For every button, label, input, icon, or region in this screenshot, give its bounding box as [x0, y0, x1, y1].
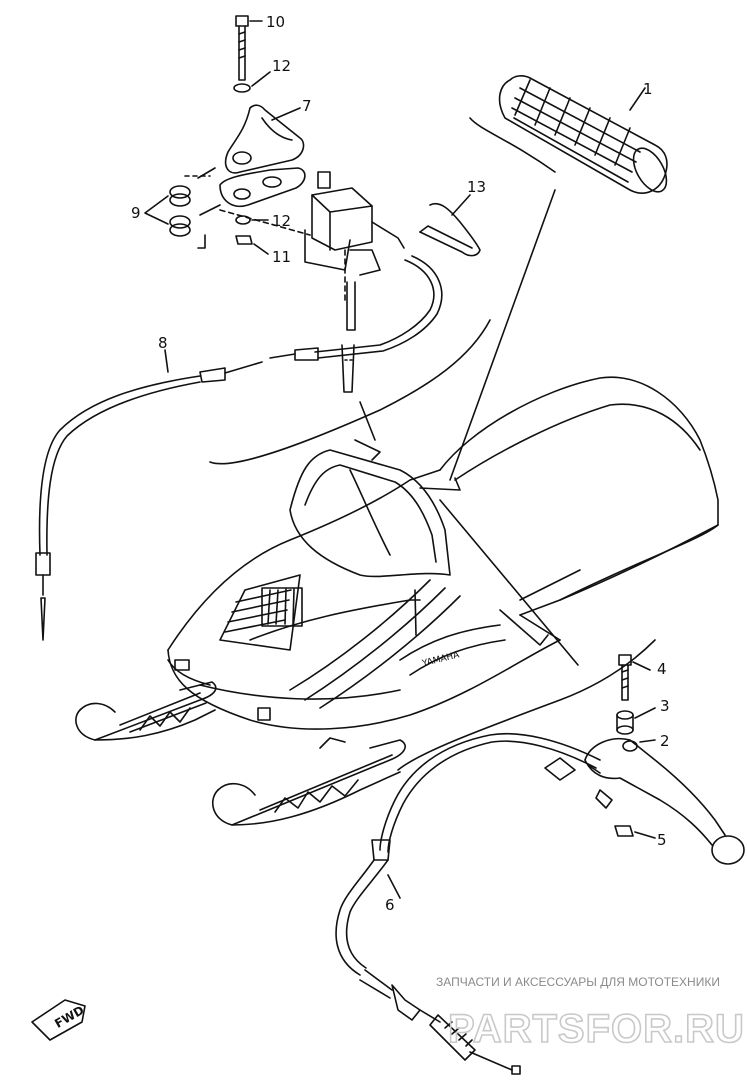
left-ski [75, 681, 217, 741]
callout-5: 5 [657, 831, 667, 849]
watermark-line1: ЗАПЧАСТИ И АКСЕССУАРЫ ДЛЯ МОТОТЕХНИКИ [436, 975, 720, 989]
part-8-throttle-cable [35, 255, 443, 641]
part-3-collar [616, 707, 656, 735]
callout-12-bottom: 12 [272, 212, 291, 230]
throttle-housing [219, 171, 405, 393]
fwd-arrow [31, 999, 86, 1041]
part-7-bracket [219, 104, 306, 207]
part-1-throttle-grip [498, 75, 668, 194]
hood-brand-text: YAMAHA [420, 650, 461, 669]
fwd-label: FWD [52, 1003, 86, 1031]
callout-7: 7 [302, 97, 312, 115]
part-11-nut [235, 235, 269, 255]
part-12-washer-top [233, 71, 271, 93]
callout-3: 3 [660, 697, 670, 715]
callout-11: 11 [272, 248, 291, 266]
callout-12-top: 12 [272, 57, 291, 75]
callout-4: 4 [657, 660, 667, 678]
callout-13: 13 [467, 178, 486, 196]
part-5-nut [614, 825, 656, 839]
watermark: ЗАПЧАСТИ И АКСЕССУАРЫ ДЛЯ МОТОТЕХНИКИ PA… [436, 975, 745, 1052]
part-10-bolt [235, 15, 263, 81]
snowmobile-body: YAMAHA [167, 376, 719, 730]
part-4-bolt [618, 654, 651, 701]
part-9-dampers [144, 167, 221, 249]
callout-9: 9 [131, 204, 141, 222]
part-13-clip [419, 194, 481, 257]
callout-10: 10 [266, 13, 285, 31]
right-ski [211, 737, 406, 826]
callout-8: 8 [158, 334, 168, 352]
watermark-line2: PARTSFOR.RU [448, 1007, 745, 1051]
part-2-brake-lever [584, 738, 745, 865]
part-6-brake-cable [335, 732, 613, 1075]
callout-2: 2 [660, 732, 670, 750]
callout-6: 6 [385, 896, 395, 914]
callout-1: 1 [643, 80, 653, 98]
leader-lines [209, 117, 656, 771]
callout-labels: 1 2 3 4 5 6 7 8 9 10 11 12 12 13 [131, 13, 670, 914]
